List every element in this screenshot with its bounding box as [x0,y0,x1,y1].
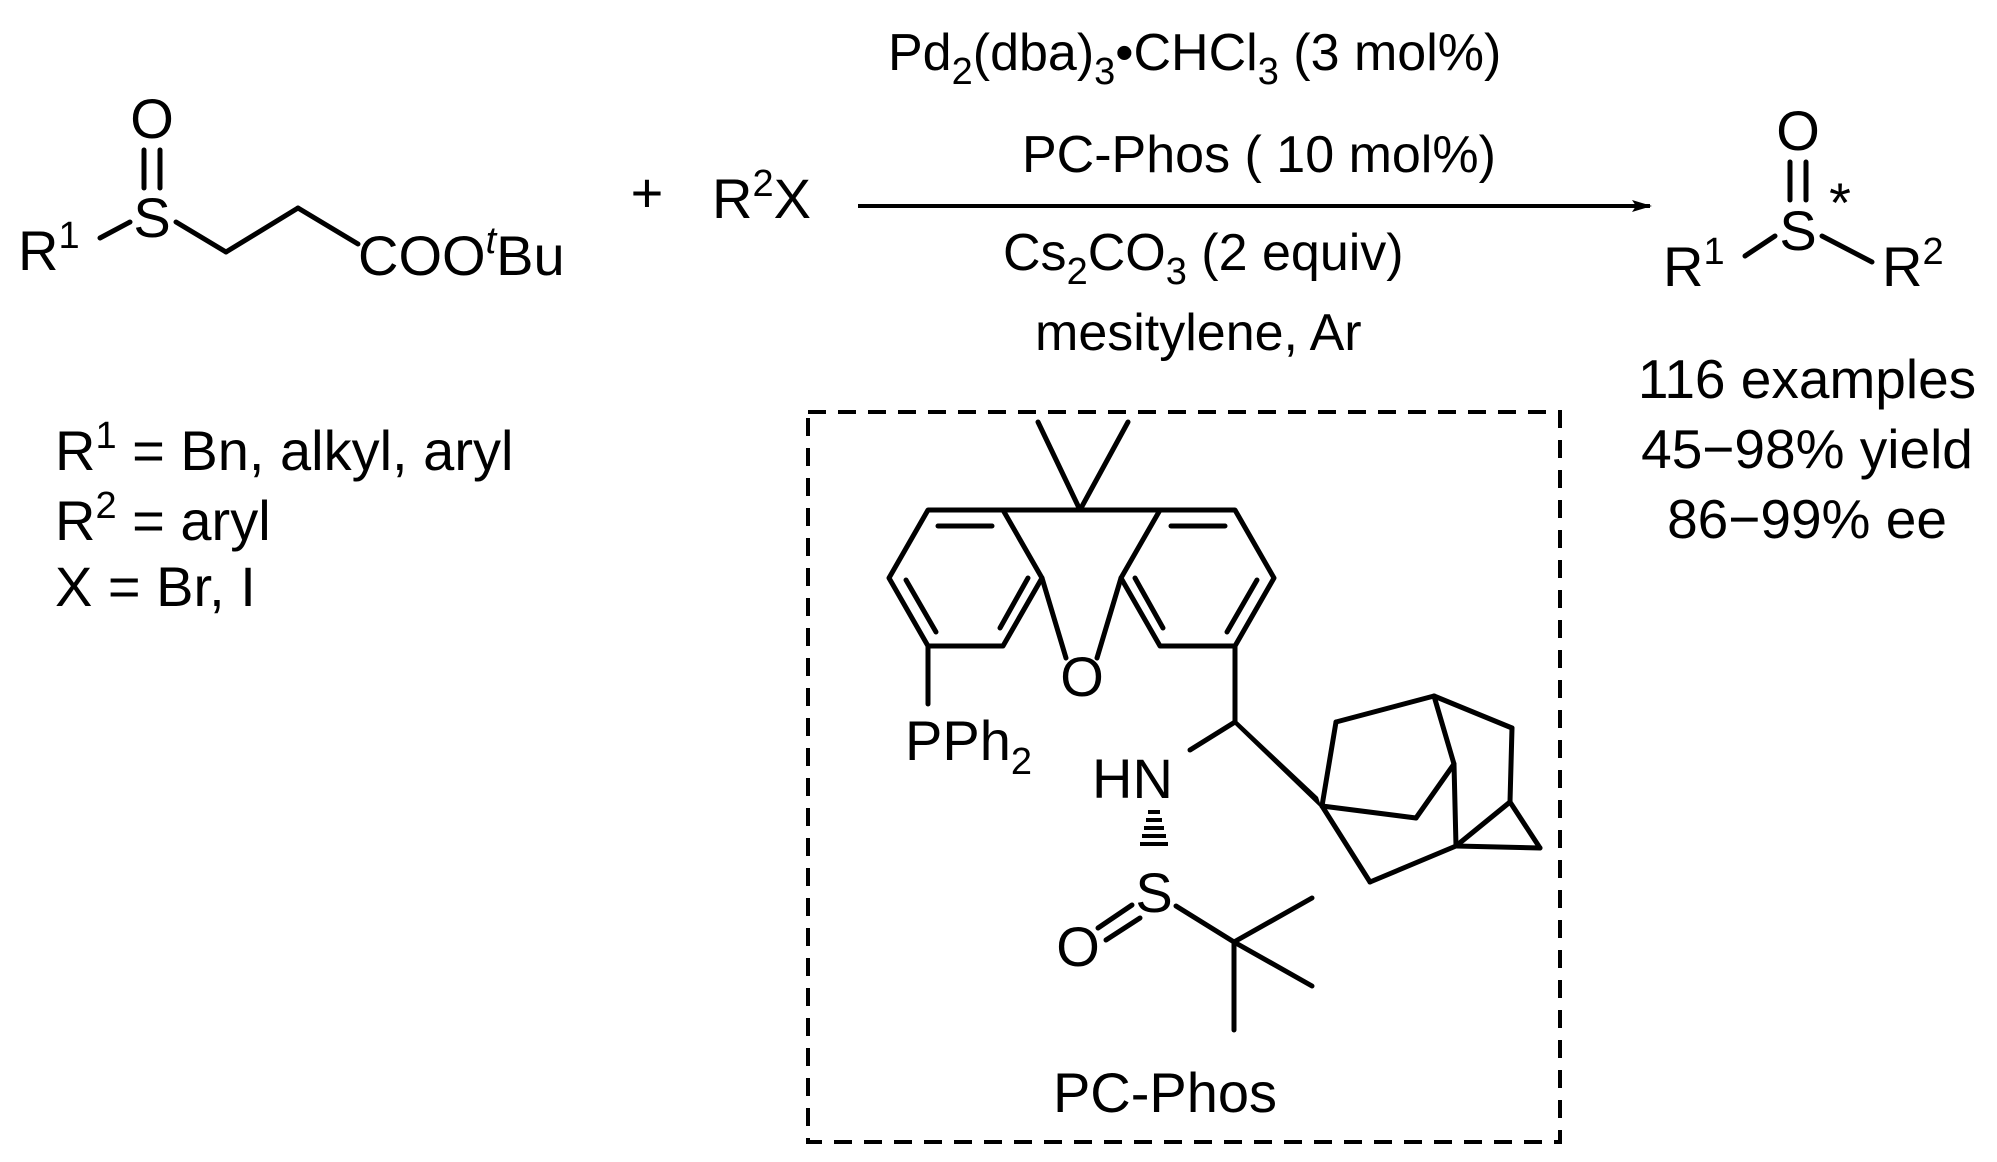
s-tbu-bond [1173,903,1237,945]
left-ring-double-3 [997,575,1031,631]
definition-r2: R2 = aryl [55,485,271,552]
reactant-ch2-ester-bond [295,205,361,247]
right-aryl-ring [1118,507,1277,649]
result-ee: 86−99% ee [1667,488,1947,550]
left-ring-double-2 [903,577,939,635]
right-ring-double-3 [1132,575,1166,631]
result-examples: 116 examples [1638,348,1976,410]
hn-group: HN [1092,747,1173,810]
product-r1-label: R1 [1663,231,1725,298]
pc-phos-structure: O PPh2 HN S O [886,419,1543,1124]
condition-catalyst: Pd2(dba)3•CHCl3 (3 mol%) [888,24,1501,93]
reactant-structure: O S R1 COOtBu [18,87,565,287]
tbu-methyl-1 [1231,895,1315,945]
tbu-methyl-2 [1231,939,1315,989]
aryl-halide-label: R2X [712,163,811,230]
product-r2-label: R2 [1882,231,1944,298]
reactant-r1-label: R1 [18,215,80,282]
hashed-wedge-ns [1140,810,1168,846]
reactant-oxygen-atom: O [130,87,174,150]
sulfinyl-double-1 [1095,902,1135,931]
reactant-s-ch2-bond [173,219,229,255]
adamantyl-cage [1319,693,1543,885]
definition-r1: R1 = Bn, alkyl, aryl [55,415,513,482]
reactant-ch2-ch2-bond [223,205,301,255]
condition-ligand: PC-Phos ( 10 mol%) [1022,126,1496,184]
xanthene-oxygen: O [1060,645,1104,708]
condition-base: Cs2CO3 (2 equiv) [1003,224,1404,293]
ch-nh-bond [1187,719,1238,753]
reactant-r1-s-bond [97,219,133,241]
pph2-group: PPh2 [905,709,1032,783]
plus-sign: + [631,161,664,224]
left-aryl-ring [886,507,1045,649]
product-r1-s-bond [1742,233,1778,259]
reactant-ester-label: COOtBu [358,220,565,287]
sulfinamide-sulfur: S [1135,861,1172,924]
product-s-r2-bond [1819,233,1875,265]
product-stereocenter-star: * [1829,171,1851,234]
condition-solvent: mesitylene, Ar [1035,304,1362,362]
sulfinyl-oxygen: O [1056,915,1100,978]
reactant-sulfur-atom: S [133,186,170,249]
sulfinyl-double-2 [1103,915,1143,943]
ether-bond-left [1039,575,1069,661]
methyl-bond-right [1077,419,1131,513]
ether-bond-right [1094,575,1124,661]
definition-x: X = Br, I [55,555,256,618]
right-ring-double-2 [1224,577,1260,635]
product-oxygen-atom: O [1776,99,1820,162]
methyl-bond-left [1035,419,1083,513]
ligand-name-label: PC-Phos [1053,1061,1277,1124]
product-sulfur-atom: S [1779,199,1816,262]
ligand-box [806,410,1562,1144]
product-structure: O S * R1 R2 [1663,99,1944,298]
result-yield: 45−98% yield [1641,418,1973,480]
wedge-adamantyl [1235,719,1322,809]
